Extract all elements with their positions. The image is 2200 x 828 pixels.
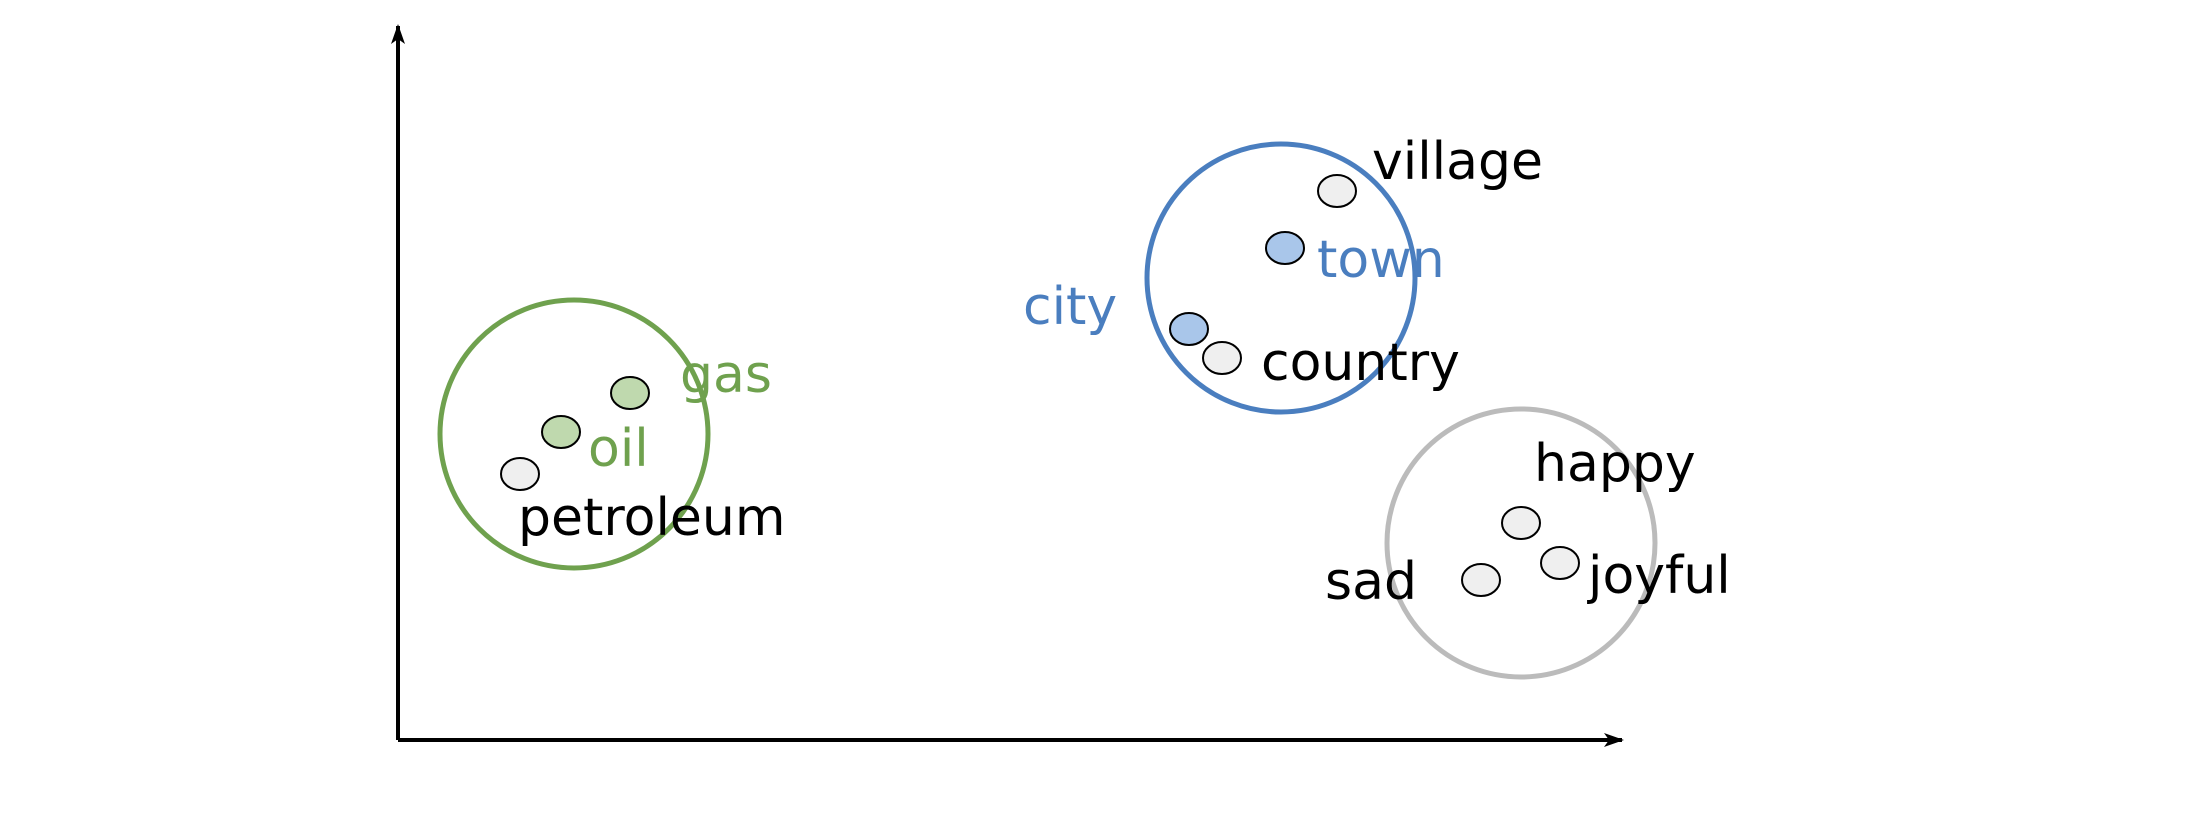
cluster-emotion-circle xyxy=(1384,406,1658,680)
word-label-city: city xyxy=(1023,277,1117,337)
word-point-sad xyxy=(1461,563,1501,597)
cluster-place-circle xyxy=(1144,141,1418,415)
word-point-gas xyxy=(610,376,650,410)
word-point-city xyxy=(1169,312,1209,346)
word-point-petroleum xyxy=(500,457,540,491)
word-label-sad: sad xyxy=(1325,552,1417,612)
word-point-oil xyxy=(541,415,581,449)
word-label-oil: oil xyxy=(588,419,649,479)
word-point-joyful xyxy=(1540,546,1580,580)
word-label-village: village xyxy=(1372,132,1543,192)
word-label-joyful: joyful xyxy=(1587,546,1731,606)
word-point-village xyxy=(1317,174,1357,208)
word-label-country: country xyxy=(1261,333,1460,393)
word-point-town xyxy=(1265,231,1305,265)
word-label-town: town xyxy=(1317,230,1445,290)
word-label-happy: happy xyxy=(1534,434,1696,494)
word-label-petroleum: petroleum xyxy=(518,488,786,548)
word-point-happy xyxy=(1501,506,1541,540)
word-point-country xyxy=(1202,341,1242,375)
word-label-gas: gas xyxy=(680,345,772,405)
cluster-fuel-circle xyxy=(437,297,711,571)
